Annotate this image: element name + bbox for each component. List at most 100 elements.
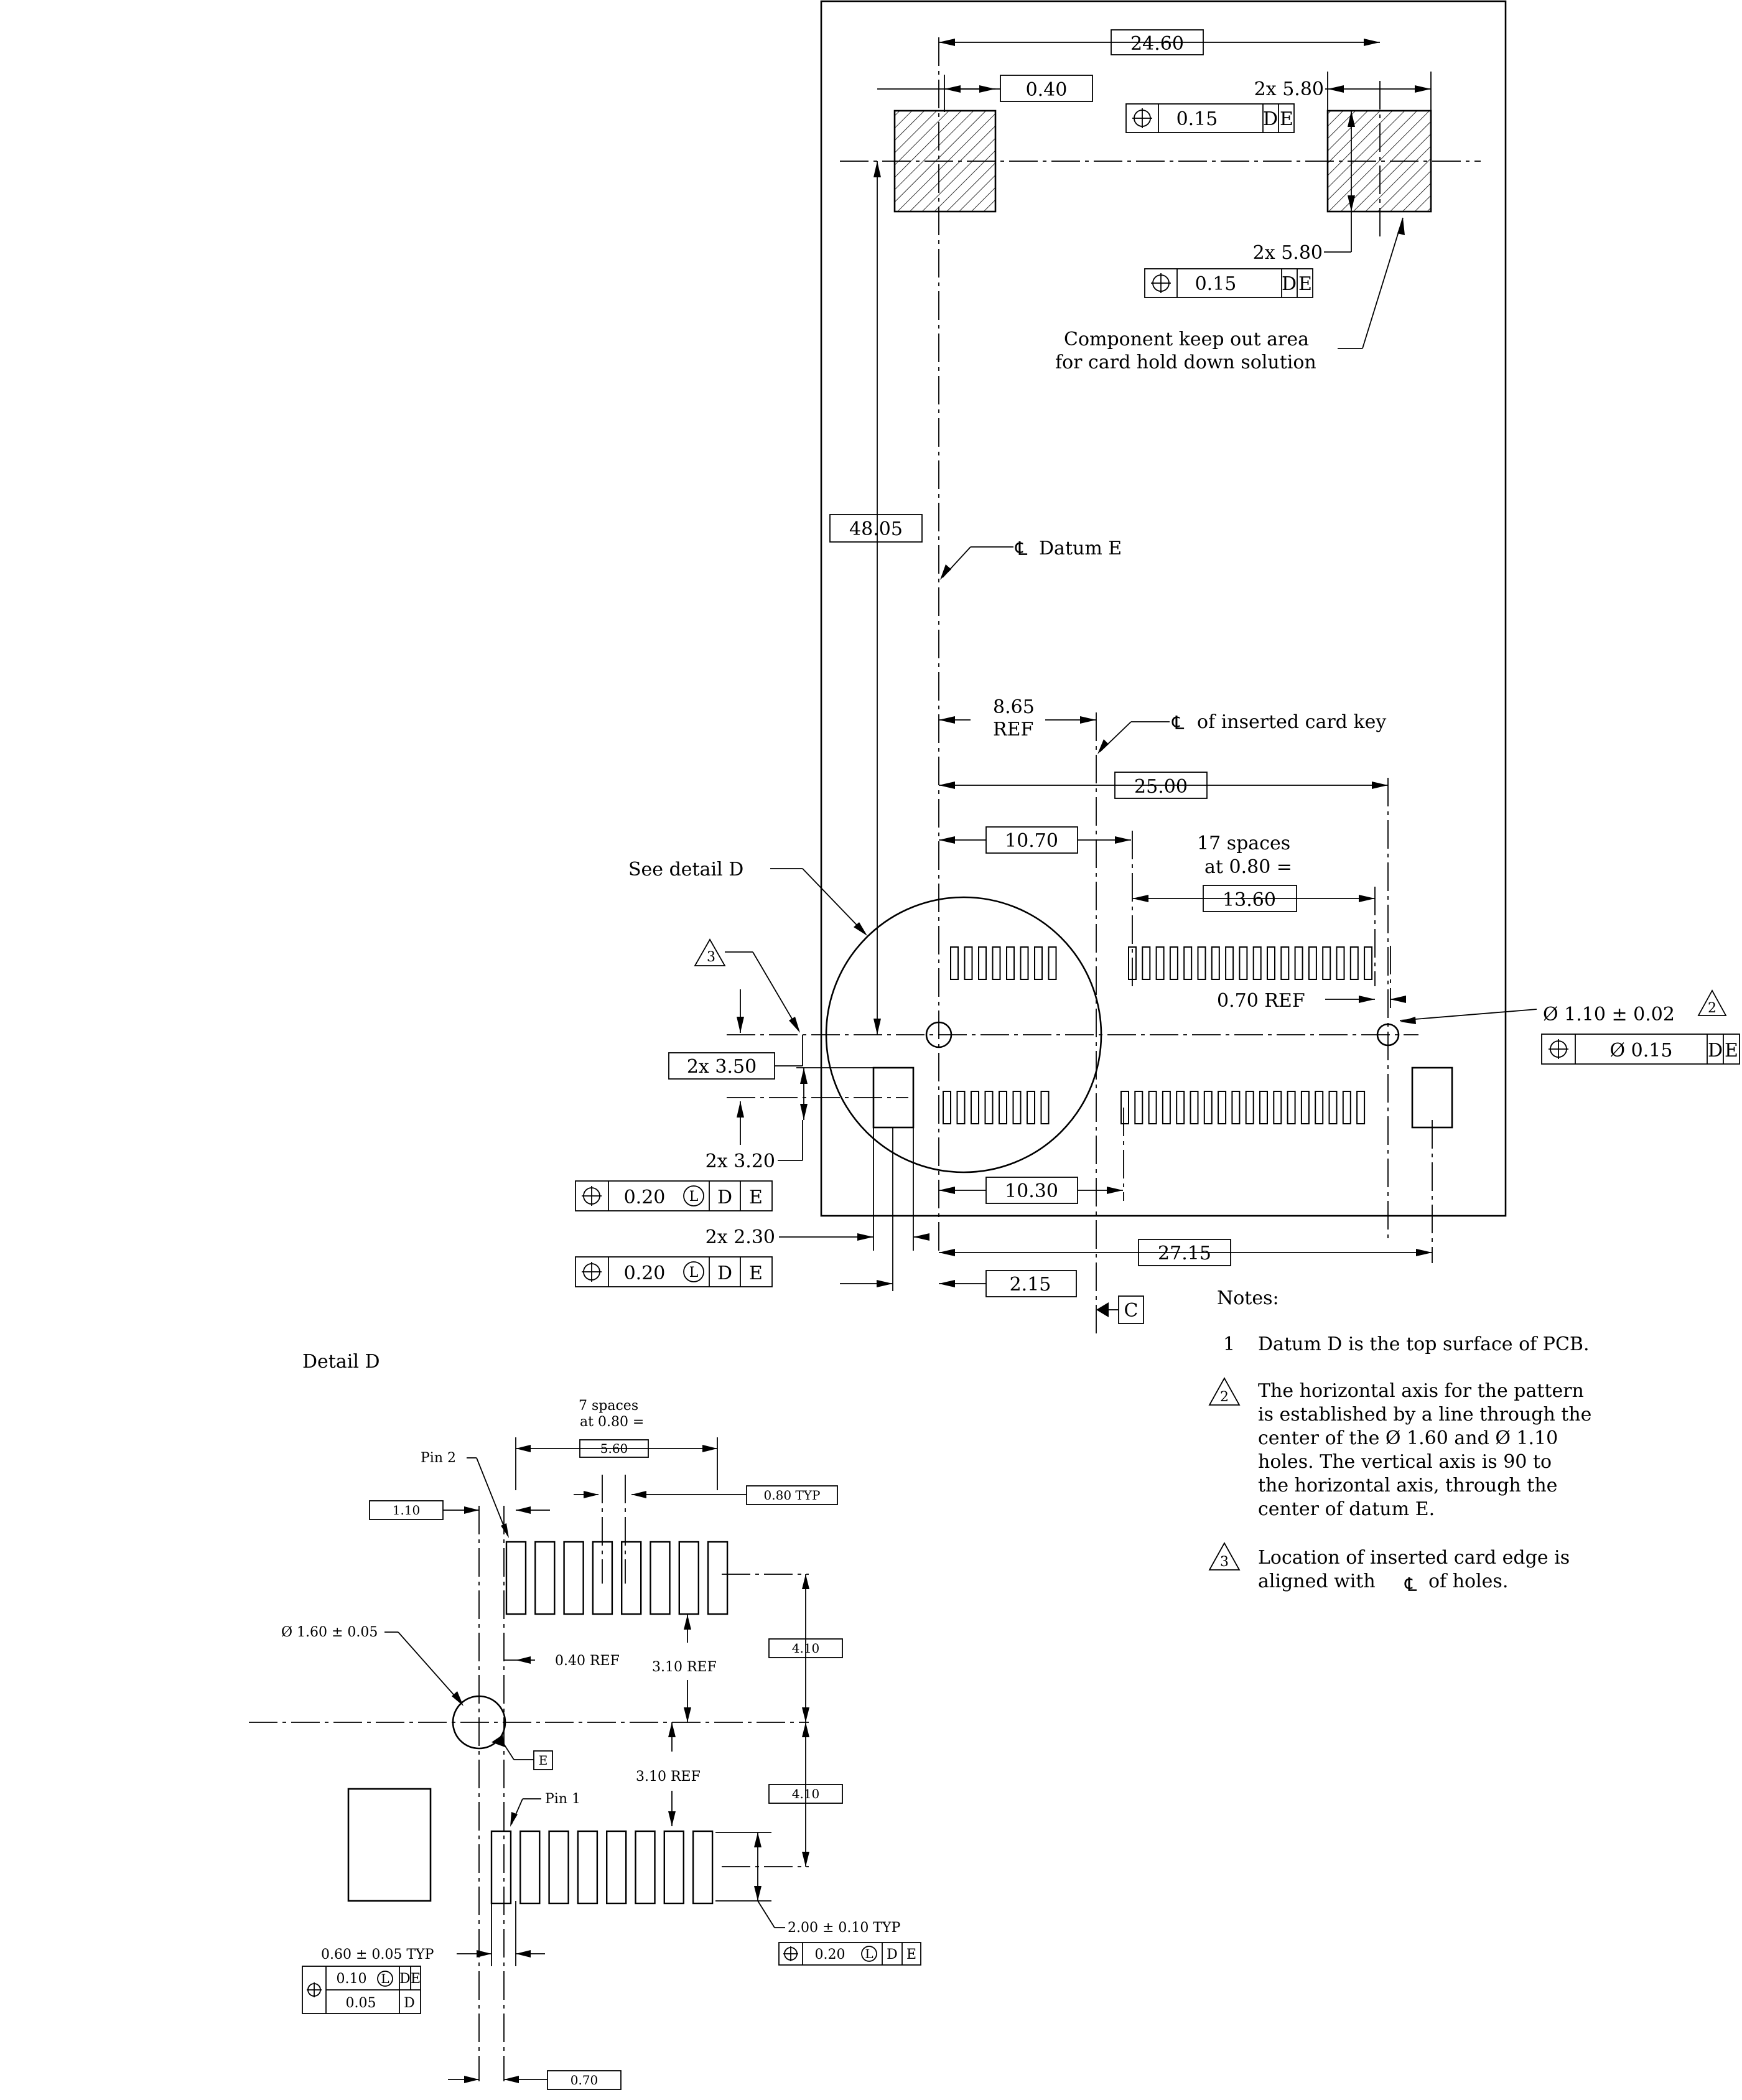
pad xyxy=(577,1830,599,1905)
pad xyxy=(1364,946,1373,980)
upper-pad-row-right xyxy=(1128,946,1373,980)
note-2-line-4: holes. The vertical axis is 90 to xyxy=(1258,1451,1552,1473)
detail-dim-4-10-top: 4.10 xyxy=(792,1641,820,1656)
pad xyxy=(978,946,987,980)
detail-dim-0-40-ref: 0.40 REF xyxy=(555,1653,620,1669)
pad xyxy=(1048,946,1057,980)
pad xyxy=(1197,946,1206,980)
flag-3-main xyxy=(694,938,726,966)
note-2-line-2: is established by a line through the xyxy=(1258,1404,1591,1426)
pad xyxy=(519,1830,541,1905)
flag-2-note xyxy=(1208,1377,1241,1406)
note-3-line-1: Location of inserted card edge is xyxy=(1258,1547,1570,1569)
pad xyxy=(1245,1091,1254,1124)
pad xyxy=(1322,946,1331,980)
pad xyxy=(1267,946,1275,980)
pad xyxy=(1218,1091,1227,1124)
note-3-line-2: aligned with xyxy=(1258,1570,1376,1592)
lower-pad-row-left xyxy=(943,1091,1050,1124)
pad xyxy=(505,1541,527,1615)
pad xyxy=(1034,946,1043,980)
right-hole xyxy=(1376,1023,1400,1047)
pad xyxy=(1211,946,1220,980)
notes: Notes: 1 Datum D is the top surface of P… xyxy=(1208,1287,1591,1596)
pad xyxy=(956,1091,966,1124)
pad xyxy=(1012,1091,1022,1124)
detail-datum-e: E xyxy=(539,1753,548,1768)
dim-2x-5-80-mid: 2x 5.80 xyxy=(1253,242,1323,264)
note-2-line-3: center of the Ø 1.60 and Ø 1.10 xyxy=(1258,1427,1558,1449)
notes-heading: Notes: xyxy=(1217,1287,1279,1309)
pad xyxy=(1142,946,1151,980)
note-1-number: 1 xyxy=(1223,1333,1235,1355)
dim-13-60: 13.60 xyxy=(1223,889,1276,911)
dim-10-70: 10.70 xyxy=(1005,830,1058,852)
board-outline xyxy=(820,0,1507,1217)
detail-card-guide-pad xyxy=(347,1788,432,1902)
detail-fcf-datum-e: E xyxy=(906,1947,916,1962)
pad xyxy=(1169,946,1178,980)
dim-10-30: 10.30 xyxy=(1005,1180,1058,1202)
pad xyxy=(606,1830,627,1905)
detail-at-0-80: at 0.80 = xyxy=(580,1414,644,1430)
datum-e-cl-symbol: ℄ xyxy=(1015,538,1028,560)
dim-8-65-ref: REF xyxy=(993,719,1033,740)
pad xyxy=(1342,1091,1351,1124)
detail-dim-0-70: 0.70 xyxy=(571,2073,599,2088)
dim-2x-5-80-top: 2x 5.80 xyxy=(1254,78,1324,100)
pad xyxy=(1231,1091,1241,1124)
note-3-number: 3 xyxy=(1220,1554,1229,1570)
dim-27-15: 27.15 xyxy=(1158,1243,1211,1264)
pad xyxy=(1294,946,1303,980)
pad xyxy=(1183,946,1193,980)
detail-fcf2-datum-e-top: E xyxy=(411,1971,421,1987)
fcf-a-tolerance: 0.20 xyxy=(624,1187,666,1208)
note-1: Datum D is the top surface of PCB. xyxy=(1258,1333,1590,1355)
detail-dim-0-80-typ: 0.80 TYP xyxy=(764,1488,821,1503)
detail-dim-4-10-bot: 4.10 xyxy=(792,1786,820,1801)
pad xyxy=(692,1830,714,1905)
card-key-cl-symbol: ℄ xyxy=(1171,712,1185,734)
detail-upper-pads xyxy=(505,1541,729,1615)
dim-0-40: 0.40 xyxy=(1026,79,1068,101)
flag-3-main-num: 3 xyxy=(707,950,715,965)
pad xyxy=(1252,946,1262,980)
card-key-label: of inserted card key xyxy=(1197,711,1386,733)
fcf-top-datum-e: E xyxy=(1280,108,1293,130)
dim-2x-3-20: 2x 3.20 xyxy=(706,1150,775,1172)
pad xyxy=(999,1091,1007,1124)
pad xyxy=(1162,1091,1171,1124)
pad xyxy=(1176,1091,1185,1124)
pad xyxy=(563,1541,584,1615)
dim-0-70-ref: 0.70 REF xyxy=(1217,990,1305,1012)
pad xyxy=(1356,1091,1366,1124)
flag-3-note xyxy=(1208,1542,1241,1570)
pad xyxy=(1027,1091,1035,1124)
fcf-right-datum-d: D xyxy=(1708,1040,1723,1062)
detail-fcf2-tolerance-bot: 0.05 xyxy=(346,1995,376,2011)
detail-fcf2-datum-d-top: D xyxy=(399,1971,411,1987)
detail-d-circle xyxy=(825,896,1102,1174)
dim-17-spaces: 17 spaces xyxy=(1197,833,1290,854)
pad xyxy=(1148,1091,1157,1124)
pad xyxy=(650,1541,671,1615)
detail-fcf-lmc: L xyxy=(865,1946,873,1961)
fcf-mid-datum-e: E xyxy=(1298,273,1312,295)
pad xyxy=(678,1541,700,1615)
detail-dim-1-10: 1.10 xyxy=(393,1503,421,1518)
datum-c-label: C xyxy=(1124,1300,1139,1322)
pad xyxy=(971,1091,979,1124)
dim-8-65: 8.65 xyxy=(993,696,1035,718)
pad xyxy=(984,1091,994,1124)
pad xyxy=(1328,1091,1338,1124)
fcf-b-datum-e: E xyxy=(749,1262,763,1284)
pad xyxy=(964,946,973,980)
pad xyxy=(635,1830,656,1905)
pad xyxy=(1239,946,1248,980)
pad xyxy=(1134,1091,1143,1124)
fcf-top-tolerance: 0.15 xyxy=(1176,108,1218,130)
fcf-right-tolerance: Ø 0.15 xyxy=(1610,1040,1673,1062)
dim-48-05: 48.05 xyxy=(849,518,903,540)
pad xyxy=(490,1830,512,1905)
pad xyxy=(1120,1091,1129,1124)
